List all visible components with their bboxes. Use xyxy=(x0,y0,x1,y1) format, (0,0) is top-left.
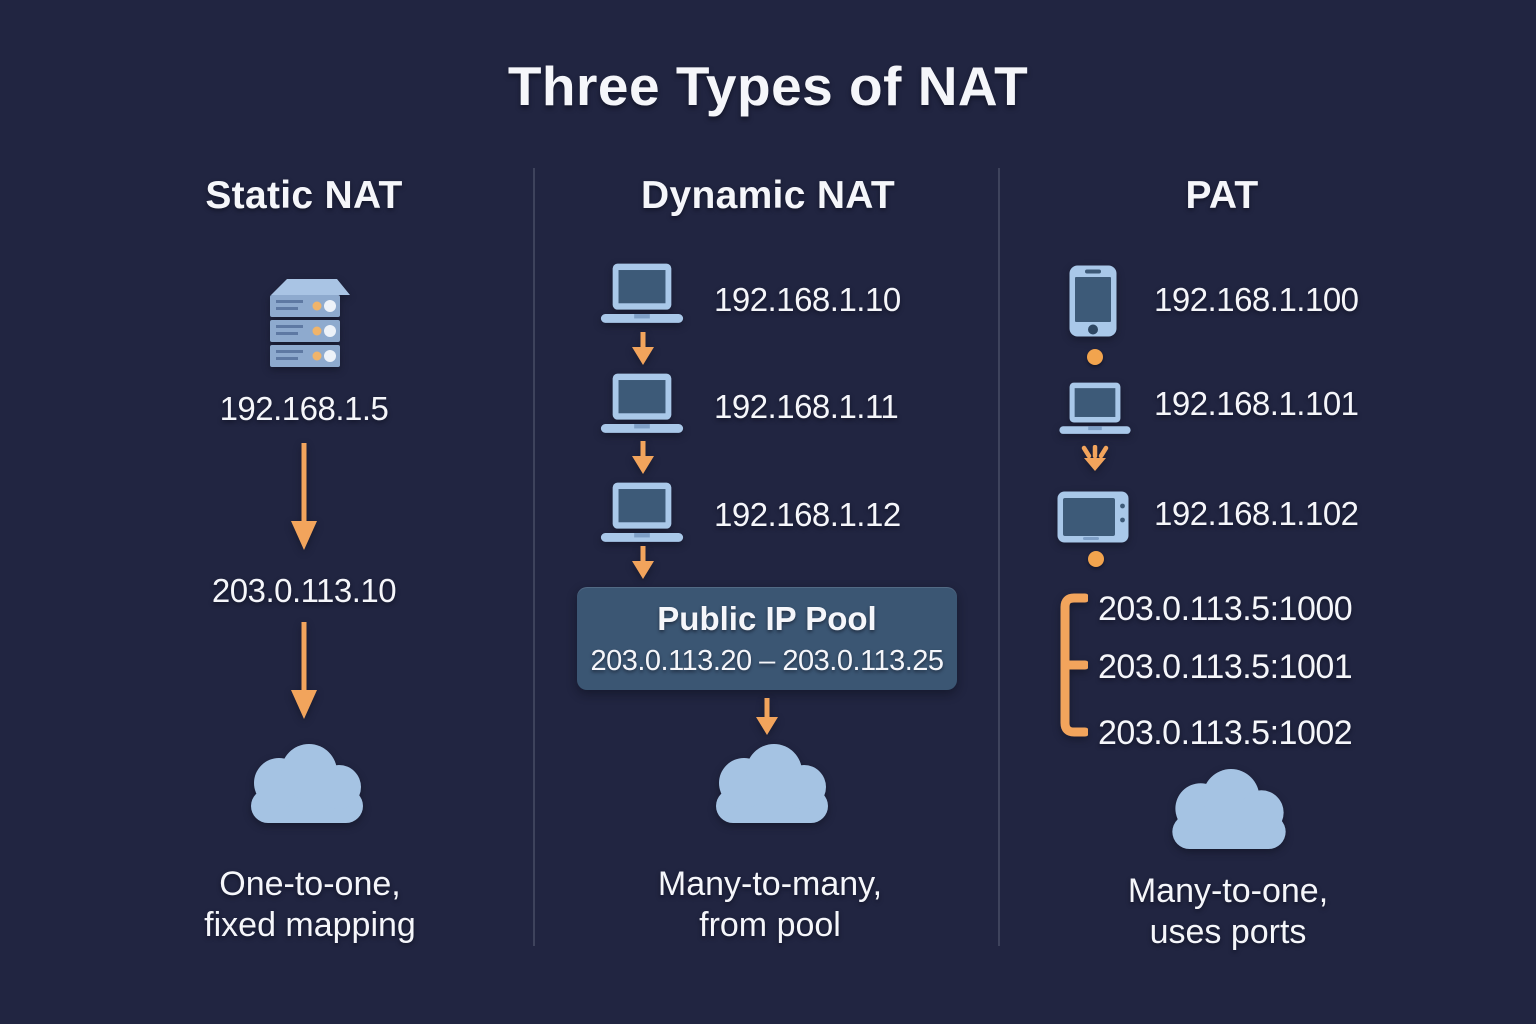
dynamic-device-ip: 192.168.1.10 xyxy=(714,281,901,318)
dynamic-device-ip: 192.168.1.11 xyxy=(714,388,899,425)
dynamic-device-ip: 192.168.1.12 xyxy=(714,496,901,533)
down-arrow-icon xyxy=(291,622,317,719)
dynamic-caption: Many-to-many, from pool xyxy=(657,865,883,944)
public-ip-pool-box: Public IP Pool 203.0.113.20 – 203.0.113.… xyxy=(577,587,957,690)
cloud-icon xyxy=(1172,769,1286,849)
connector-dot xyxy=(1088,551,1104,567)
pool-title: Public IP Pool xyxy=(657,600,877,637)
connector-dot xyxy=(1087,349,1103,365)
laptop-icon xyxy=(600,373,684,433)
static-caption: One-to-one, fixed mapping xyxy=(204,865,416,944)
pat-device-ip: 192.168.1.100 xyxy=(1154,281,1359,318)
static-nat-heading: Static NAT xyxy=(205,174,403,217)
pat-port-mapping: 203.0.113.5:1002 xyxy=(1098,714,1353,752)
server-icon xyxy=(270,279,350,367)
pat-caption: Many-to-one, uses ports xyxy=(1127,872,1329,951)
down-arrow-icon xyxy=(632,546,654,579)
page-title: Three Types of NAT xyxy=(507,55,1029,117)
cloud-icon xyxy=(251,744,363,823)
laptop-icon xyxy=(1059,382,1131,434)
static-private-ip: 192.168.1.5 xyxy=(219,390,389,427)
pat-port-mapping: 203.0.113.5:1000 xyxy=(1098,590,1353,628)
smartphone-icon xyxy=(1069,265,1117,337)
down-arrow-icon xyxy=(756,698,778,735)
down-arrow-icon xyxy=(291,443,317,550)
cloud-icon xyxy=(716,744,828,823)
down-arrow-icon xyxy=(1081,445,1109,471)
laptop-icon xyxy=(600,263,684,323)
pat-device-ip: 192.168.1.101 xyxy=(1154,385,1359,422)
pat-port-mapping: 203.0.113.5:1001 xyxy=(1098,648,1353,686)
column-divider-right xyxy=(998,168,1000,946)
pat-device-ip: 192.168.1.102 xyxy=(1154,495,1359,532)
down-arrow-icon xyxy=(632,441,654,474)
pool-range: 203.0.113.20 – 203.0.113.25 xyxy=(590,645,944,677)
tablet-icon xyxy=(1057,491,1129,543)
ports-bracket-icon xyxy=(1060,593,1088,737)
column-divider-left xyxy=(533,168,535,946)
pat-heading: PAT xyxy=(1185,174,1259,217)
static-public-ip: 203.0.113.10 xyxy=(211,572,397,609)
dynamic-nat-heading: Dynamic NAT xyxy=(641,174,895,217)
down-arrow-icon xyxy=(632,332,654,365)
laptop-icon xyxy=(600,482,684,542)
